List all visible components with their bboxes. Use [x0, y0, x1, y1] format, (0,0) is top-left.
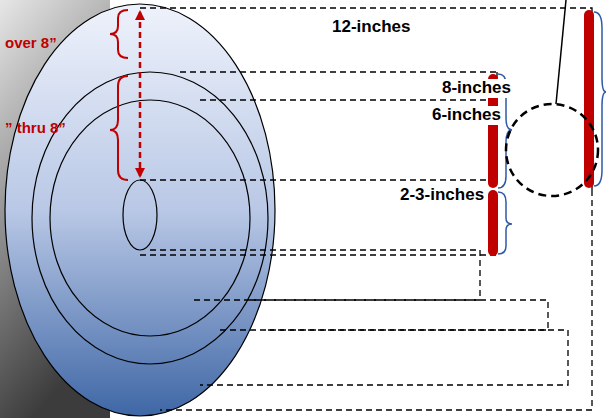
dimension-lines — [140, 8, 592, 410]
red-bars — [488, 10, 594, 256]
dimension-label: 6-inches — [430, 106, 503, 125]
dimension-label: 8-inches — [440, 79, 513, 98]
pipe-end — [5, 4, 275, 416]
core-ring — [123, 180, 157, 250]
left-braces — [110, 10, 128, 180]
range-label: over 8” — [4, 35, 58, 52]
leader-line — [556, 0, 566, 104]
dimension-label: 12-inches — [330, 18, 412, 37]
highlight-circle — [506, 104, 598, 196]
dimension-label: 2-3-inches — [398, 186, 486, 205]
blue-braces — [498, 12, 606, 254]
radius-arrow — [139, 12, 142, 176]
ring-outer — [32, 72, 268, 364]
range-label: ” thru 8” — [4, 120, 67, 137]
